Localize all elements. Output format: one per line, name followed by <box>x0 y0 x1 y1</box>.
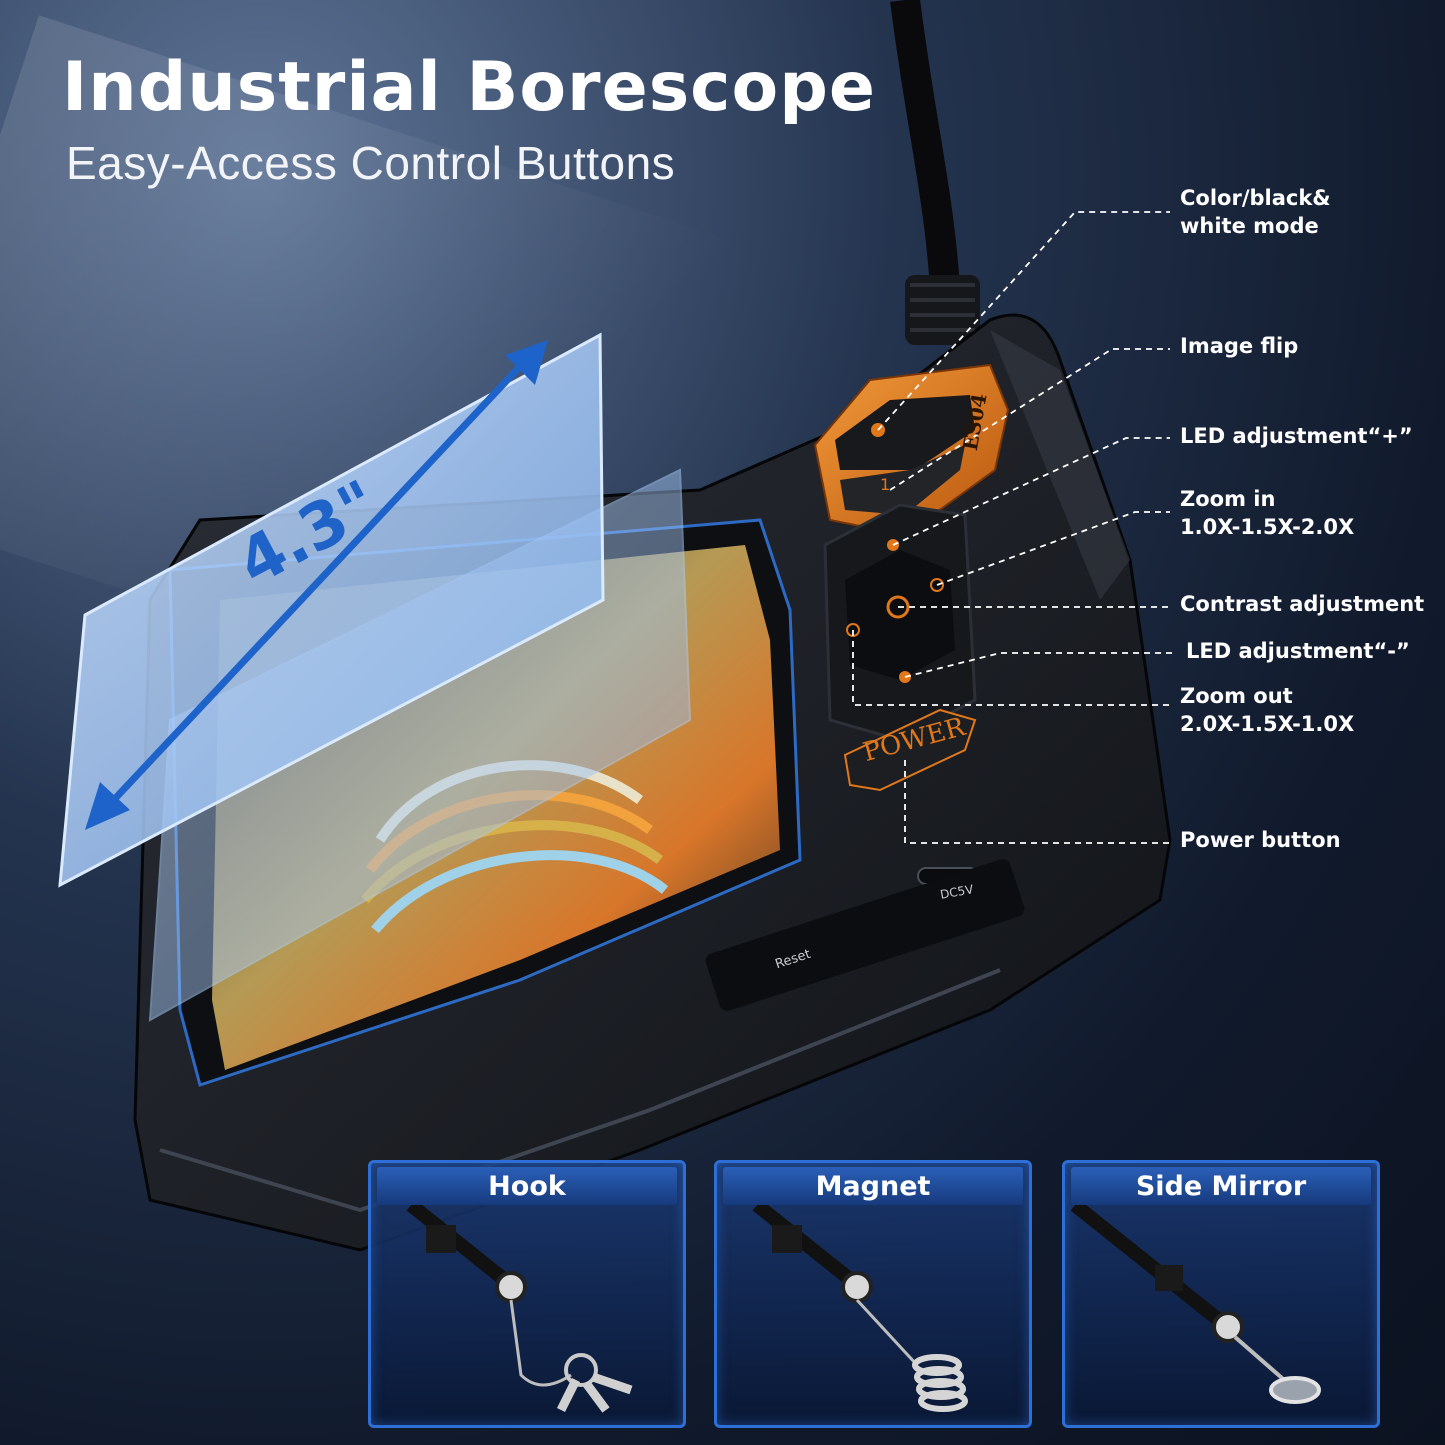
hook-illustration <box>406 1205 633 1413</box>
accessory-card-hook: Hook <box>368 1160 686 1428</box>
magnet-illustration <box>752 1205 968 1412</box>
port-label: DC5V <box>939 882 975 902</box>
accessory-card-side-mirror: Side Mirror <box>1062 1160 1380 1428</box>
dpad-center <box>845 550 955 680</box>
diagonal-arrow <box>92 342 543 823</box>
accessory-title: Side Mirror <box>1071 1167 1371 1205</box>
svg-text:1: 1 <box>880 475 890 494</box>
page-title: Industrial Borescope <box>62 48 876 127</box>
callout-power: Power button <box>1180 828 1341 852</box>
accessory-title: Magnet <box>723 1167 1023 1205</box>
callout-contrast: Contrast adjustment <box>1180 592 1425 616</box>
power-button <box>843 708 977 792</box>
callout-lines <box>852 211 1175 844</box>
zoom-in-button <box>930 578 944 592</box>
callout-image-flip: Image flip <box>1180 334 1299 358</box>
page-subtitle: Easy-Access Control Buttons <box>66 137 676 189</box>
callout-led-plus: LED adjustment“+” <box>1180 424 1413 448</box>
cable-strain-relief <box>905 275 980 345</box>
callout-zoom-out: Zoom out 2.0X-1.5X-1.0X <box>1180 684 1355 736</box>
callout-zoom-in: Zoom in 1.0X-1.5X-2.0X <box>1180 487 1355 539</box>
color-mode-button <box>835 395 975 470</box>
accessory-card-magnet: Magnet <box>714 1160 1032 1428</box>
reset-slot <box>705 859 1025 1011</box>
cable <box>890 0 960 291</box>
screen-protector-front <box>58 332 605 888</box>
callout-led-minus: LED adjustment“-” <box>1186 639 1410 663</box>
callout-color-mode: Color/black& white mode <box>1180 186 1331 238</box>
contrast-button <box>886 595 910 619</box>
side-mirror-illustration <box>1070 1205 1321 1404</box>
accessory-title: Hook <box>377 1167 677 1205</box>
image-flip-button <box>840 445 965 515</box>
